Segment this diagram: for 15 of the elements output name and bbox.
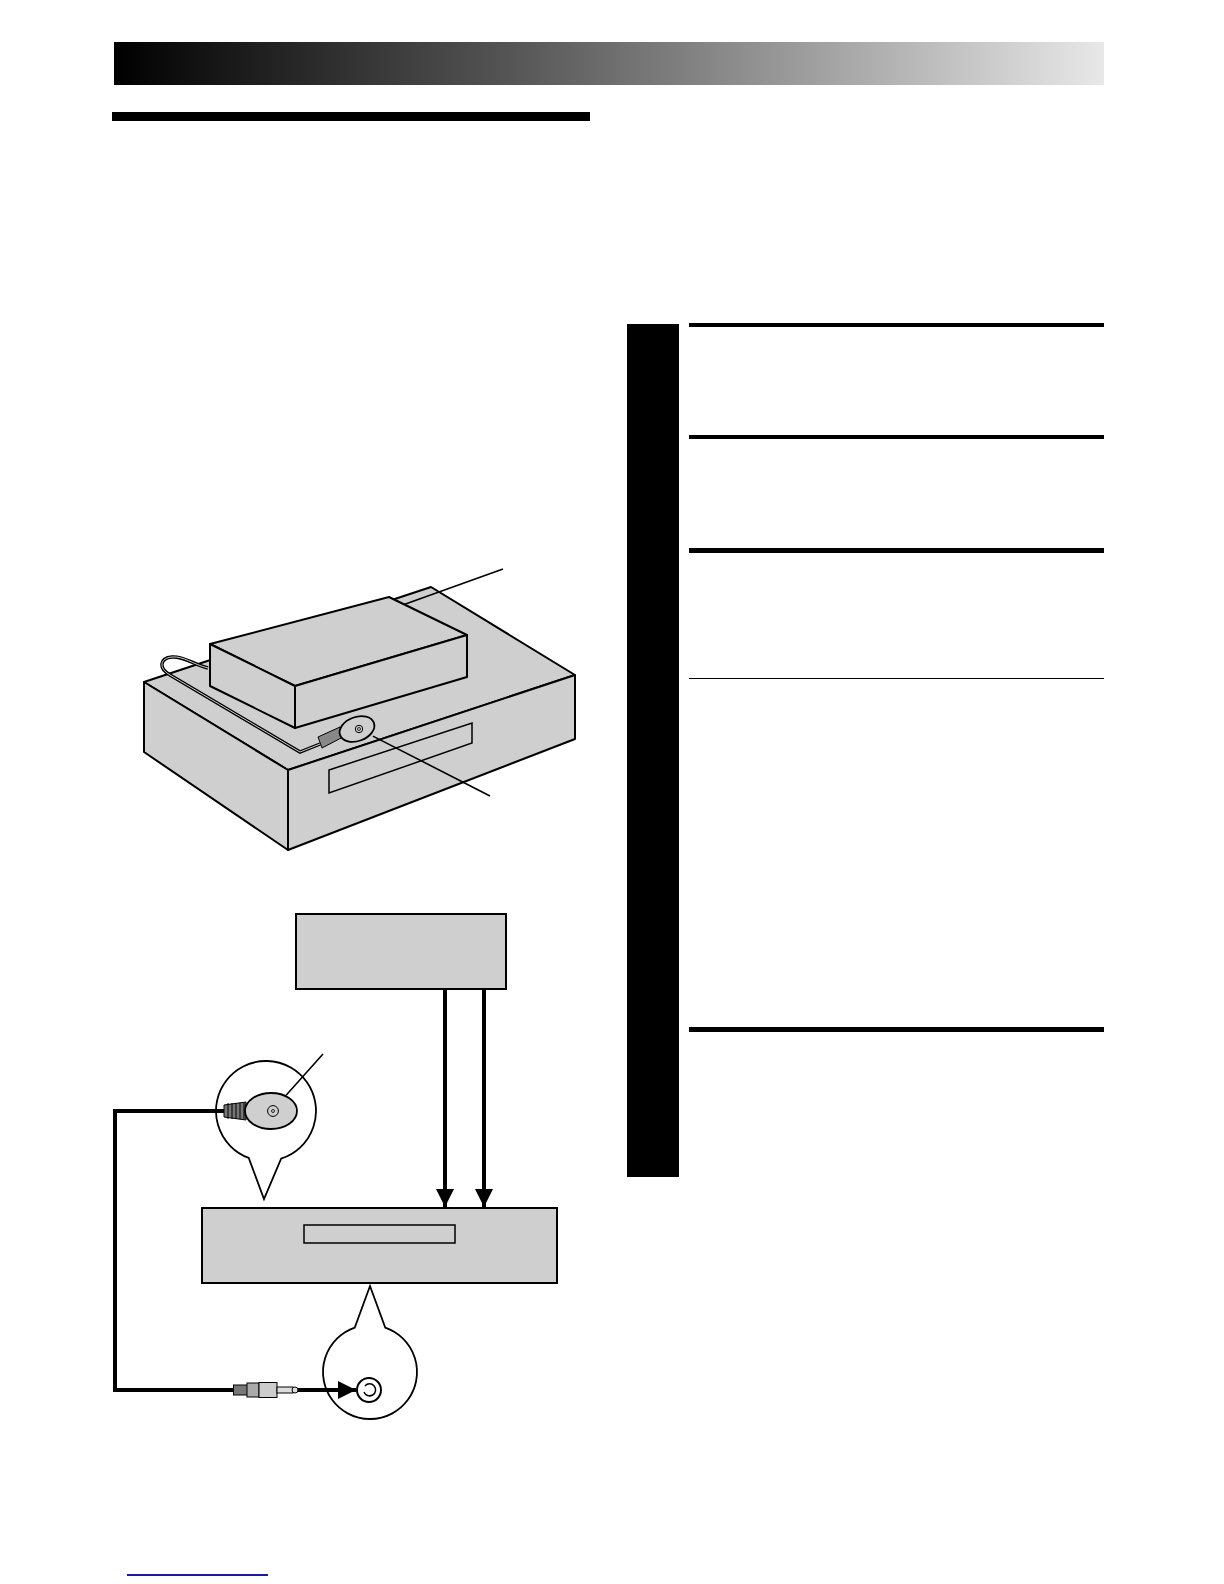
arrow bbox=[475, 990, 493, 1207]
sensor bbox=[338, 716, 376, 742]
leader-line bbox=[285, 1053, 324, 1097]
cable-box bbox=[295, 913, 507, 990]
callout-bubble bbox=[321, 1284, 419, 1421]
leader-line bbox=[403, 568, 504, 606]
vcr-box bbox=[201, 1207, 558, 1284]
leader-line bbox=[372, 735, 491, 797]
sidebar-bar bbox=[627, 324, 679, 1177]
sensor bbox=[222, 1090, 298, 1132]
callout-bubble bbox=[214, 1059, 318, 1201]
cable bbox=[113, 1109, 356, 1399]
cable-box bbox=[210, 597, 467, 728]
arrow bbox=[436, 990, 454, 1207]
jack-socket bbox=[356, 1377, 382, 1403]
